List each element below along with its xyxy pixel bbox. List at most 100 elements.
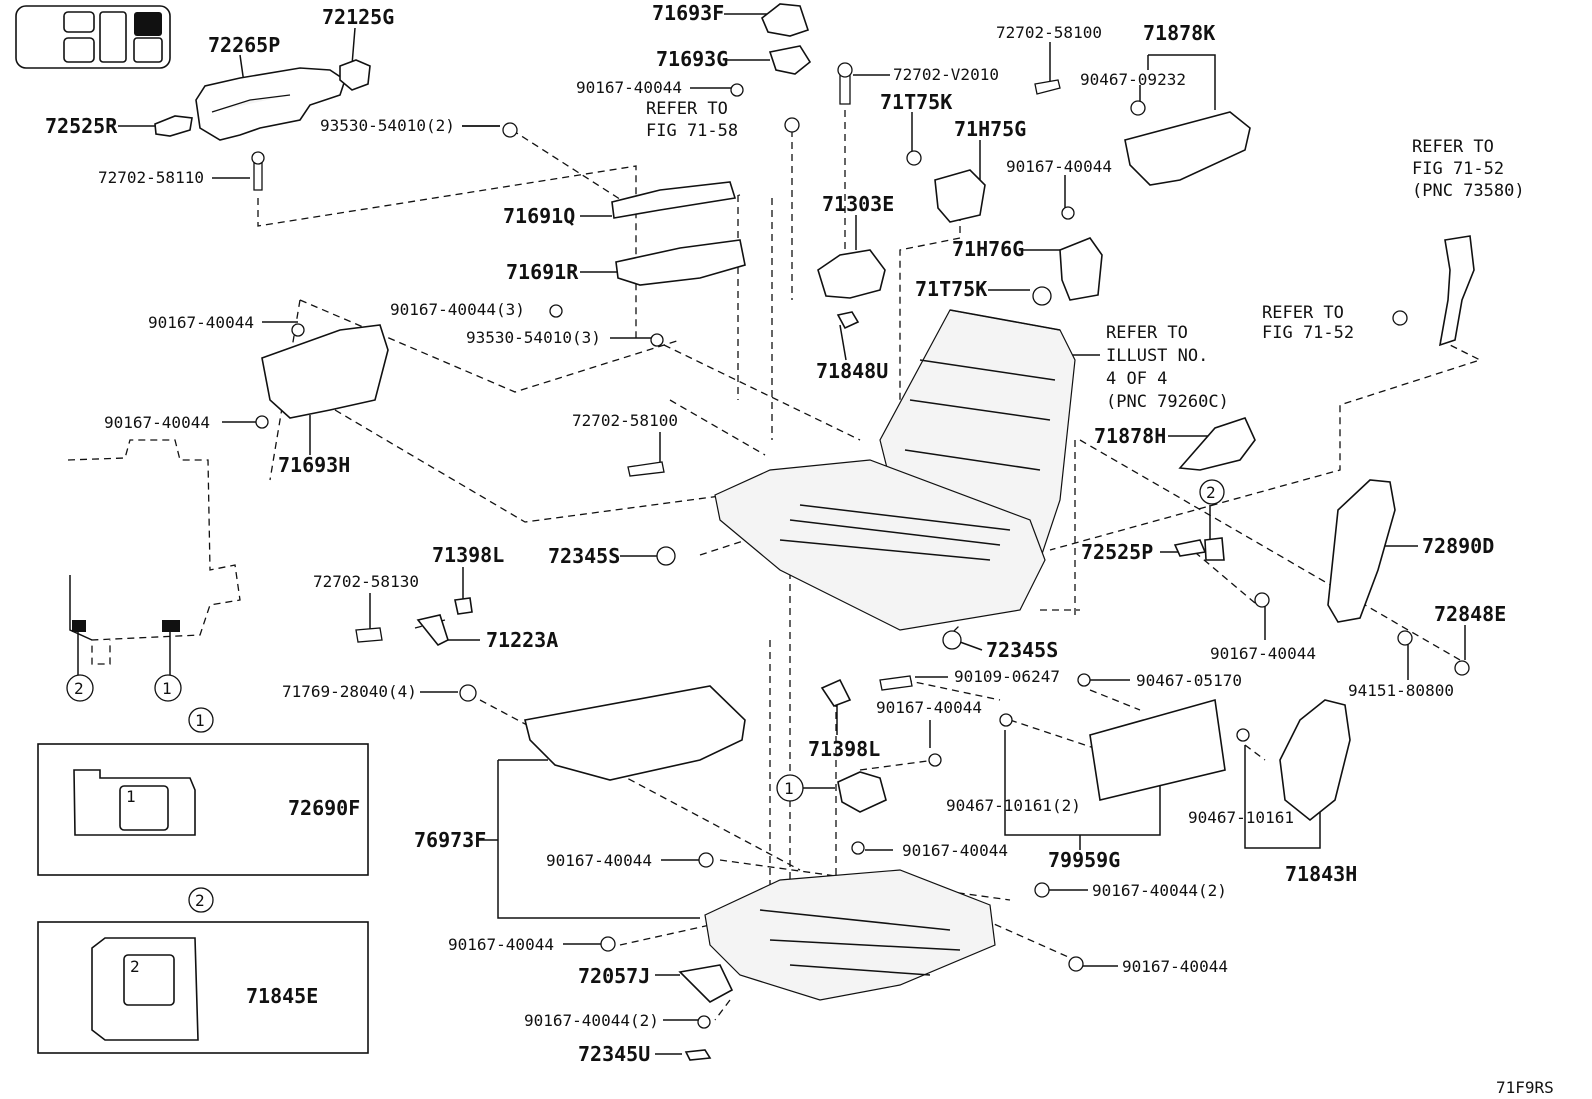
label-90167-g: 90167-40044 [546, 851, 652, 870]
label-90467-10161-2: 90467-10161(2) [946, 796, 1081, 815]
label-90167-f: 90167-40044 [876, 698, 982, 717]
side-cover-part [1124, 111, 1251, 186]
label-72702-V2010: 72702-V2010 [893, 65, 999, 84]
label-71693H: 71693H [278, 453, 350, 477]
armrest-part [195, 67, 346, 141]
label-79959G: 79959G [1048, 848, 1120, 872]
seat-tray-part [704, 869, 996, 1001]
ref-fig7152b-line2: FIG 71-52 [1262, 323, 1354, 343]
label-72345S-b: 72345S [986, 638, 1058, 662]
callout-1-switch: 1 [784, 779, 794, 798]
label-71769-4: 71769-28040(4) [282, 682, 417, 701]
rear-cover-part [1089, 698, 1226, 801]
link-part [416, 614, 449, 647]
ref-illust-line3: 4 OF 4 [1106, 369, 1167, 389]
cover-small-part [768, 45, 812, 75]
callout-2-icon: 2 [130, 957, 140, 976]
label-90167-2a: 90167-40044(2) [1092, 881, 1227, 900]
label-90109-06247: 90109-06247 [954, 667, 1060, 686]
callout-2-seat: 2 [74, 679, 84, 698]
label-72702-58100a: 72702-58100 [996, 23, 1102, 42]
label-72690F: 72690F [288, 796, 360, 820]
ref-fig7152b-line1: REFER TO [1262, 303, 1344, 323]
label-71T75K-a: 71T75K [880, 90, 952, 114]
reference-notes: REFER TO FIG 71-58 REFER TO ILLUST NO. 4… [646, 99, 1525, 412]
parts [37, 3, 1475, 1061]
callout-2-box: 2 [195, 891, 205, 910]
ref-fig7152a-line1: REFER TO [1412, 137, 1494, 157]
cover-cap-part [761, 3, 810, 37]
label-72265P: 72265P [208, 33, 280, 57]
label-90167-3: 90167-40044(3) [390, 300, 525, 319]
label-71848U: 71848U [816, 359, 888, 383]
ref-fig7158-line2: FIG 71-58 [646, 121, 738, 141]
label-71693G: 71693G [656, 47, 728, 71]
label-90467-09232: 90467-09232 [1080, 70, 1186, 89]
label-72525P: 72525P [1081, 540, 1153, 564]
callout-1-box: 1 [195, 711, 205, 730]
label-72345S-a: 72345S [548, 544, 620, 568]
label-90167-i: 90167-40044 [448, 935, 554, 954]
label-93530-2: 93530-54010(2) [320, 116, 455, 135]
clip-part [339, 59, 371, 91]
label-93530-3: 93530-54010(3) [466, 328, 601, 347]
label-90167-b: 90167-40044 [1006, 157, 1112, 176]
label-90167-d: 90167-40044 [104, 413, 210, 432]
knob-part [154, 115, 193, 137]
cap-part-2 [1059, 237, 1103, 301]
side-panel-part [1327, 479, 1396, 623]
cover-h-part [1279, 699, 1351, 822]
label-90167-a: 90167-40044 [576, 78, 682, 97]
seat-outline-part [67, 439, 241, 665]
clip-u-part [836, 311, 860, 330]
label-72702-58110: 72702-58110 [98, 168, 204, 187]
ref-illust-line1: REFER TO [1106, 323, 1188, 343]
label-71398L-a: 71398L [432, 543, 504, 567]
label-71845E: 71845E [246, 984, 318, 1008]
ref-fig7152a-line2: FIG 71-52 [1412, 159, 1504, 179]
seatbelt-part [1438, 235, 1475, 347]
label-71843H: 71843H [1285, 862, 1357, 886]
callout-2-bracket: 2 [1206, 483, 1216, 502]
label-71693F: 71693F [652, 1, 724, 25]
diagram-id: 71F9RS [1496, 1078, 1554, 1097]
under-cover-part [524, 685, 746, 781]
callout-numbers: 2 1 1 2 1 2 1 2 [74, 483, 1216, 976]
seat-locator-thumbnail [15, 5, 171, 69]
bolt-icons [251, 62, 1470, 1029]
label-90167-h: 90167-40044 [902, 841, 1008, 860]
bracket-lower-part [615, 239, 746, 286]
label-71223A: 71223A [486, 628, 558, 652]
label-90167-c: 90167-40044 [148, 313, 254, 332]
ref-illust-line2: ILLUST NO. [1106, 346, 1208, 366]
label-90167-2b: 90167-40044(2) [524, 1011, 659, 1030]
knob-p-part [1173, 539, 1207, 557]
label-72702-58130: 72702-58130 [313, 572, 419, 591]
spring-part [817, 249, 886, 299]
cap-part [934, 169, 986, 223]
frame-left-part [261, 324, 389, 419]
label-72702-58100b: 72702-58100 [572, 411, 678, 430]
ref-fig7158-line1: REFER TO [646, 99, 728, 119]
seat-frame-part [714, 459, 1046, 631]
label-71H76G: 71H76G [952, 237, 1024, 261]
label-90167-j: 90167-40044 [1122, 957, 1228, 976]
cap-u-part [684, 1049, 712, 1061]
label-72890D: 72890D [1422, 534, 1494, 558]
switch-base-part [837, 771, 887, 813]
label-71398L-b: 71398L [808, 737, 880, 761]
label-71691R: 71691R [506, 260, 579, 284]
label-72525R: 72525R [45, 114, 118, 138]
label-71T75K-b: 71T75K [915, 277, 987, 301]
ref-fig7152a-line3: (PNC 73580) [1412, 181, 1525, 201]
switch-box-2 [37, 921, 369, 1054]
bracket-l2-part [820, 678, 852, 707]
label-72057J: 72057J [578, 964, 650, 988]
label-76973F: 76973F [414, 828, 486, 852]
label-94151-80800: 94151-80800 [1348, 681, 1454, 700]
label-71878K: 71878K [1143, 21, 1215, 45]
label-71691Q: 71691Q [503, 204, 575, 228]
part-labels: 72265P 72125G 72525R 93530-54010(2) 7270… [45, 1, 1554, 1097]
cover-j-part [678, 964, 734, 1003]
